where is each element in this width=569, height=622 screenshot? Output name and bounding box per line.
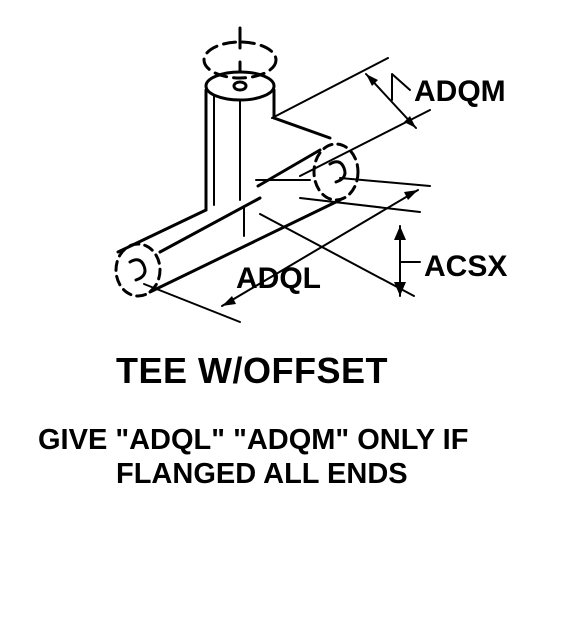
left-flange-phantom [114, 242, 162, 298]
top-flange-phantom [202, 40, 278, 80]
adql-dimension [143, 177, 431, 323]
adqm-dimension [271, 57, 431, 177]
run-pipe [114, 116, 360, 298]
note-line-2: FLANGED ALL ENDS [116, 458, 408, 490]
branch-pipe [202, 26, 278, 237]
note-line-1: GIVE "ADQL" "ADQM" ONLY IF [38, 424, 469, 456]
adql-label: ADQL [236, 262, 321, 295]
acsx-dimension [259, 197, 421, 297]
right-flange-phantom [312, 142, 360, 202]
adqm-label: ADQM [414, 75, 506, 108]
acsx-label: ACSX [424, 250, 507, 283]
diagram-title: TEE W/OFFSET [116, 350, 388, 391]
